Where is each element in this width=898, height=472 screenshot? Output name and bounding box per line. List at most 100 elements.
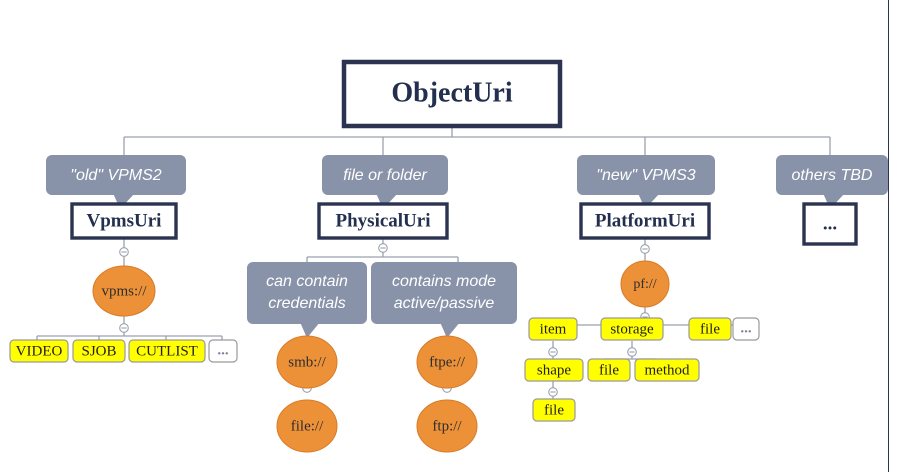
leaf-vpms-ellipsis[interactable]: ... <box>208 339 238 363</box>
node-others-ellipsis[interactable]: ... <box>802 202 858 246</box>
node-vpmsuri[interactable]: VpmsUri <box>70 202 178 240</box>
toggle-shape[interactable] <box>548 387 558 397</box>
leaf-sjob-body <box>72 339 126 363</box>
leaf-video-label: VIDEO <box>16 343 63 359</box>
leaf-platform-ellipsis-body <box>732 317 760 341</box>
leaf-sjob-label: SJOB <box>81 343 116 359</box>
circle-pf[interactable]: pf:// <box>620 260 670 308</box>
node-physicaluri-frame <box>317 202 449 240</box>
leaf-platform-ellipsis[interactable]: ... <box>732 317 760 341</box>
note-others-tbd-label: others TBD <box>792 167 873 184</box>
circle-ftpe-body <box>416 335 478 389</box>
note-old-vpms2-label: "old" VPMS2 <box>70 167 162 184</box>
leaf-storage-label: storage <box>610 321 654 337</box>
node-objecturi-frame <box>341 59 563 129</box>
circle-file-under-smb[interactable]: file:// <box>276 399 338 453</box>
leaf-file-under-shape[interactable]: file <box>532 398 576 422</box>
leaf-method-label: method <box>645 362 690 378</box>
node-physicaluri[interactable]: PhysicalUri <box>317 202 449 240</box>
note-contains-mode-body <box>371 262 517 324</box>
node-vpmsuri-label: VpmsUri <box>87 210 162 231</box>
note-contains-mode-line2: active/passive <box>394 295 495 312</box>
leaf-storage-body <box>600 317 664 341</box>
right-border-rule <box>888 0 889 472</box>
leaf-shape-body <box>524 358 584 382</box>
leaf-method[interactable]: method <box>634 358 700 382</box>
note-contains-mode-line1: contains mode <box>392 273 496 290</box>
note-can-contain-credentials-line1: can contain <box>266 273 348 290</box>
note-file-or-folder-body <box>322 155 448 195</box>
leaf-file-under-storage-label: file <box>599 362 619 378</box>
note-old-vpms2-body <box>46 155 186 195</box>
leaf-file-under-shape-body <box>532 398 576 422</box>
leaf-vpms-ellipsis-label: ... <box>217 342 229 358</box>
toggle-storage[interactable] <box>627 347 637 357</box>
leaf-item[interactable]: item <box>528 317 578 341</box>
note-can-contain-credentials-tail <box>300 322 320 338</box>
circle-vpms-label: vpms:// <box>101 283 147 299</box>
note-can-contain-credentials-body <box>247 262 367 324</box>
note-others-tbd[interactable]: others TBD <box>776 155 888 209</box>
note-others-tbd-body <box>776 155 888 195</box>
node-platformuri[interactable]: PlatformUri <box>579 202 711 240</box>
leaf-shape[interactable]: shape <box>524 358 584 382</box>
node-objecturi-label: ObjectUri <box>391 77 513 108</box>
note-contains-mode-tail <box>440 322 460 338</box>
leaf-file-row1-body <box>688 317 732 341</box>
circle-smb-label: smb:// <box>288 354 326 370</box>
leaf-video-body <box>9 339 69 363</box>
leaf-file-under-storage-body <box>587 358 631 382</box>
circle-pf-label: pf:// <box>633 277 656 292</box>
note-contains-mode[interactable]: contains mode active/passive <box>371 262 517 338</box>
circle-smb-body <box>276 335 338 389</box>
note-can-contain-credentials[interactable]: can contain credentials <box>247 262 367 338</box>
leaf-file-under-shape-label: file <box>544 402 564 418</box>
leaf-item-label: item <box>540 321 567 337</box>
node-others-ellipsis-label: ... <box>823 213 837 234</box>
circle-file-under-smb-label: file:// <box>291 418 324 434</box>
leaf-vpms-ellipsis-body <box>208 339 238 363</box>
note-old-vpms2[interactable]: "old" VPMS2 <box>46 155 186 209</box>
note-new-vpms3-label: "new" VPMS3 <box>596 167 696 184</box>
toggle-physicaluri[interactable] <box>378 243 388 253</box>
note-file-or-folder[interactable]: file or folder <box>322 155 448 209</box>
node-platformuri-label: PlatformUri <box>595 210 695 231</box>
note-new-vpms3-body <box>577 155 715 195</box>
circle-ftp[interactable]: ftp:// <box>416 399 478 453</box>
circle-ftpe[interactable]: ftpe:// <box>416 335 478 389</box>
node-platformuri-frame <box>579 202 711 240</box>
leaf-cutlist-label: CUTLIST <box>136 343 198 359</box>
toggle-vpms-scheme[interactable] <box>119 323 129 333</box>
leaf-storage[interactable]: storage <box>600 317 664 341</box>
node-objecturi[interactable]: ObjectUri <box>341 59 563 129</box>
circle-ftp-label: ftp:// <box>432 418 462 434</box>
circle-ftp-body <box>416 399 478 453</box>
leaf-platform-ellipsis-label: ... <box>740 320 752 336</box>
circle-smb[interactable]: smb:// <box>276 335 338 389</box>
circle-ftpe-label: ftpe:// <box>429 354 466 370</box>
leaf-item-body <box>528 317 578 341</box>
circle-pf-body <box>620 260 670 308</box>
note-can-contain-credentials-line2: credentials <box>268 295 345 312</box>
node-others-ellipsis-frame <box>802 202 858 246</box>
leaf-method-body <box>634 358 700 382</box>
note-file-or-folder-label: file or folder <box>343 167 427 184</box>
leaf-video[interactable]: VIDEO <box>9 339 69 363</box>
leaf-file-under-storage[interactable]: file <box>587 358 631 382</box>
circle-vpms[interactable]: vpms:// <box>92 265 156 317</box>
toggle-platformuri[interactable] <box>640 244 650 254</box>
node-physicaluri-label: PhysicalUri <box>336 210 431 231</box>
leaf-file-row1[interactable]: file <box>688 317 732 341</box>
circle-file-under-smb-body <box>276 399 338 453</box>
leaf-file-row1-label: file <box>700 321 720 337</box>
circle-vpms-body <box>92 265 156 317</box>
toggle-item[interactable] <box>548 347 558 357</box>
leaf-sjob[interactable]: SJOB <box>72 339 126 363</box>
toggle-vpmsuri[interactable] <box>119 247 129 257</box>
leaf-shape-label: shape <box>537 362 571 378</box>
leaf-cutlist[interactable]: CUTLIST <box>128 339 206 363</box>
leaf-cutlist-body <box>128 339 206 363</box>
note-new-vpms3[interactable]: "new" VPMS3 <box>577 155 715 209</box>
